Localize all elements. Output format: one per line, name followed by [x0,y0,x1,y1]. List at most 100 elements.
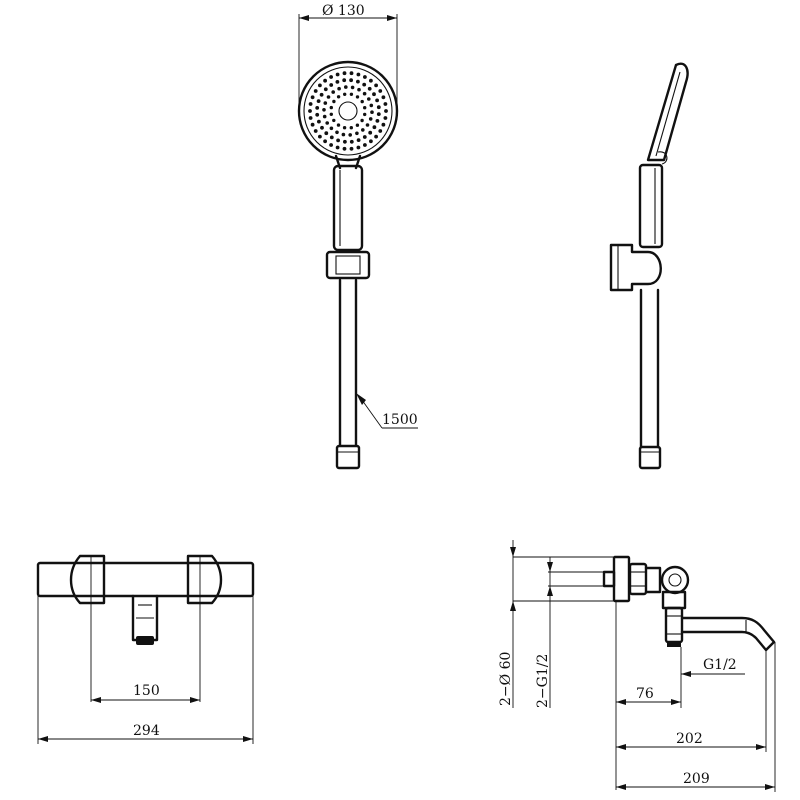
nozzle-dot [329,75,333,79]
nozzle-dot [355,123,360,127]
nozzle-dot [323,78,327,83]
inlet-thread-label: 2−G1/2 [535,654,551,708]
centers-label: 150 [133,683,160,699]
overall-width-label: 294 [133,723,160,739]
nozzle-dot [368,117,373,121]
nozzle-dot [383,116,388,120]
nozzle-dot [360,99,364,104]
body-dia-label: 2−Ø 60 [498,652,514,706]
nozzle-dot [363,75,367,79]
nozzle-dot [381,95,386,100]
nozzle-dot [363,112,367,117]
nozzle-dot [376,105,381,110]
nozzle-dot [336,123,341,127]
nozzle-dot [375,98,379,103]
nozzle-dot [337,86,341,91]
nozzle-dot [315,112,320,117]
nozzle-dot [325,121,330,125]
nozzle-dot [376,112,381,116]
nozzle-dot [329,135,334,140]
nozzle-dot [369,103,374,108]
nozzle-dot [349,71,354,76]
nozzle-dot [329,143,333,147]
outlet-thread-label: G1/2 [703,657,737,673]
hose-length-label: 1500 [382,412,418,428]
nozzle-dot [356,79,360,84]
nozzle-dot [355,95,360,99]
nozzle-dot [370,110,374,114]
nozzle-dot [341,132,346,137]
nozzle-dot [342,78,347,83]
nozzle-dot [378,129,383,133]
nozzle-dot [349,126,353,130]
nozzle-dot [335,72,340,77]
nozzle-dot [342,146,347,151]
nozzle-dot [318,134,322,139]
nozzle-dot [313,89,318,93]
hand-shower-front-view [297,60,399,470]
nozzle-dot [335,80,340,84]
nozzle-dot [356,72,361,77]
dim-202-label: 202 [676,731,703,747]
nozzle-dot [316,99,321,103]
nozzle-dot [342,71,347,76]
nozzle-dot [329,112,333,117]
nozzle-dot [363,143,367,147]
side-view-dimensions: 2−Ø 60 2−G1/2 G1/2 76 202 209 [498,540,776,792]
nozzle-dot [343,92,347,97]
nozzle-dot [367,97,371,101]
nozzle-dot [331,90,336,94]
nozzle-dot [308,109,312,113]
nozzle-dot [368,130,373,135]
nozzle-dot [308,102,313,106]
nozzle-dot [310,95,315,100]
nozzle-dot [329,126,334,131]
dimension-hose-length: 1500 [356,393,418,429]
nozzle-dot [378,89,383,93]
nozzle-dot [323,101,328,105]
nozzle-dot [317,119,321,124]
nozzle-dot [324,131,329,136]
nozzle-dot [374,134,378,139]
nozzle-dot [326,95,331,99]
nozzle-dot [375,119,380,123]
nozzle-dot [362,135,367,139]
nozzle-dot [356,138,361,143]
nozzle-dot [369,78,373,83]
nozzle-dot [357,87,361,92]
nozzle-dot [315,106,320,110]
nozzle-dot [322,108,326,112]
nozzle-dot [362,82,367,87]
nozzle-dot [332,99,336,104]
nozzle-dot [374,83,378,88]
nozzle-dot [318,83,322,88]
nozzle-dot [355,131,359,136]
nozzle-dot [332,118,336,123]
nozzle-dot [363,106,367,110]
dim-209-label: 209 [683,771,710,787]
nozzle-dot [362,91,367,96]
nozzle-dot [360,118,364,123]
nozzle-dot [372,92,376,97]
nozzle-center [338,101,358,121]
nozzle-dot [349,146,354,151]
nozzle-dot [335,130,339,135]
dimension-centers: 150 [91,683,200,703]
nozzle-dot [356,145,361,150]
nozzle-dot [335,145,340,150]
nozzle-dot [350,85,355,90]
nozzle-dot [361,128,365,132]
nozzle-dot [372,125,377,130]
nozzle-dot [329,83,334,87]
nozzle-dot [349,78,353,83]
nozzle-dot [343,139,347,144]
mixer-side-view [602,555,776,652]
nozzle-dot [308,116,313,120]
nozzle-dot [344,85,348,89]
nozzle-dot [383,102,388,106]
nozzle-dot [384,109,388,113]
head-diameter-label: Ø 130 [322,3,365,19]
nozzle-dot [336,95,341,99]
nozzle-dot [348,133,353,137]
